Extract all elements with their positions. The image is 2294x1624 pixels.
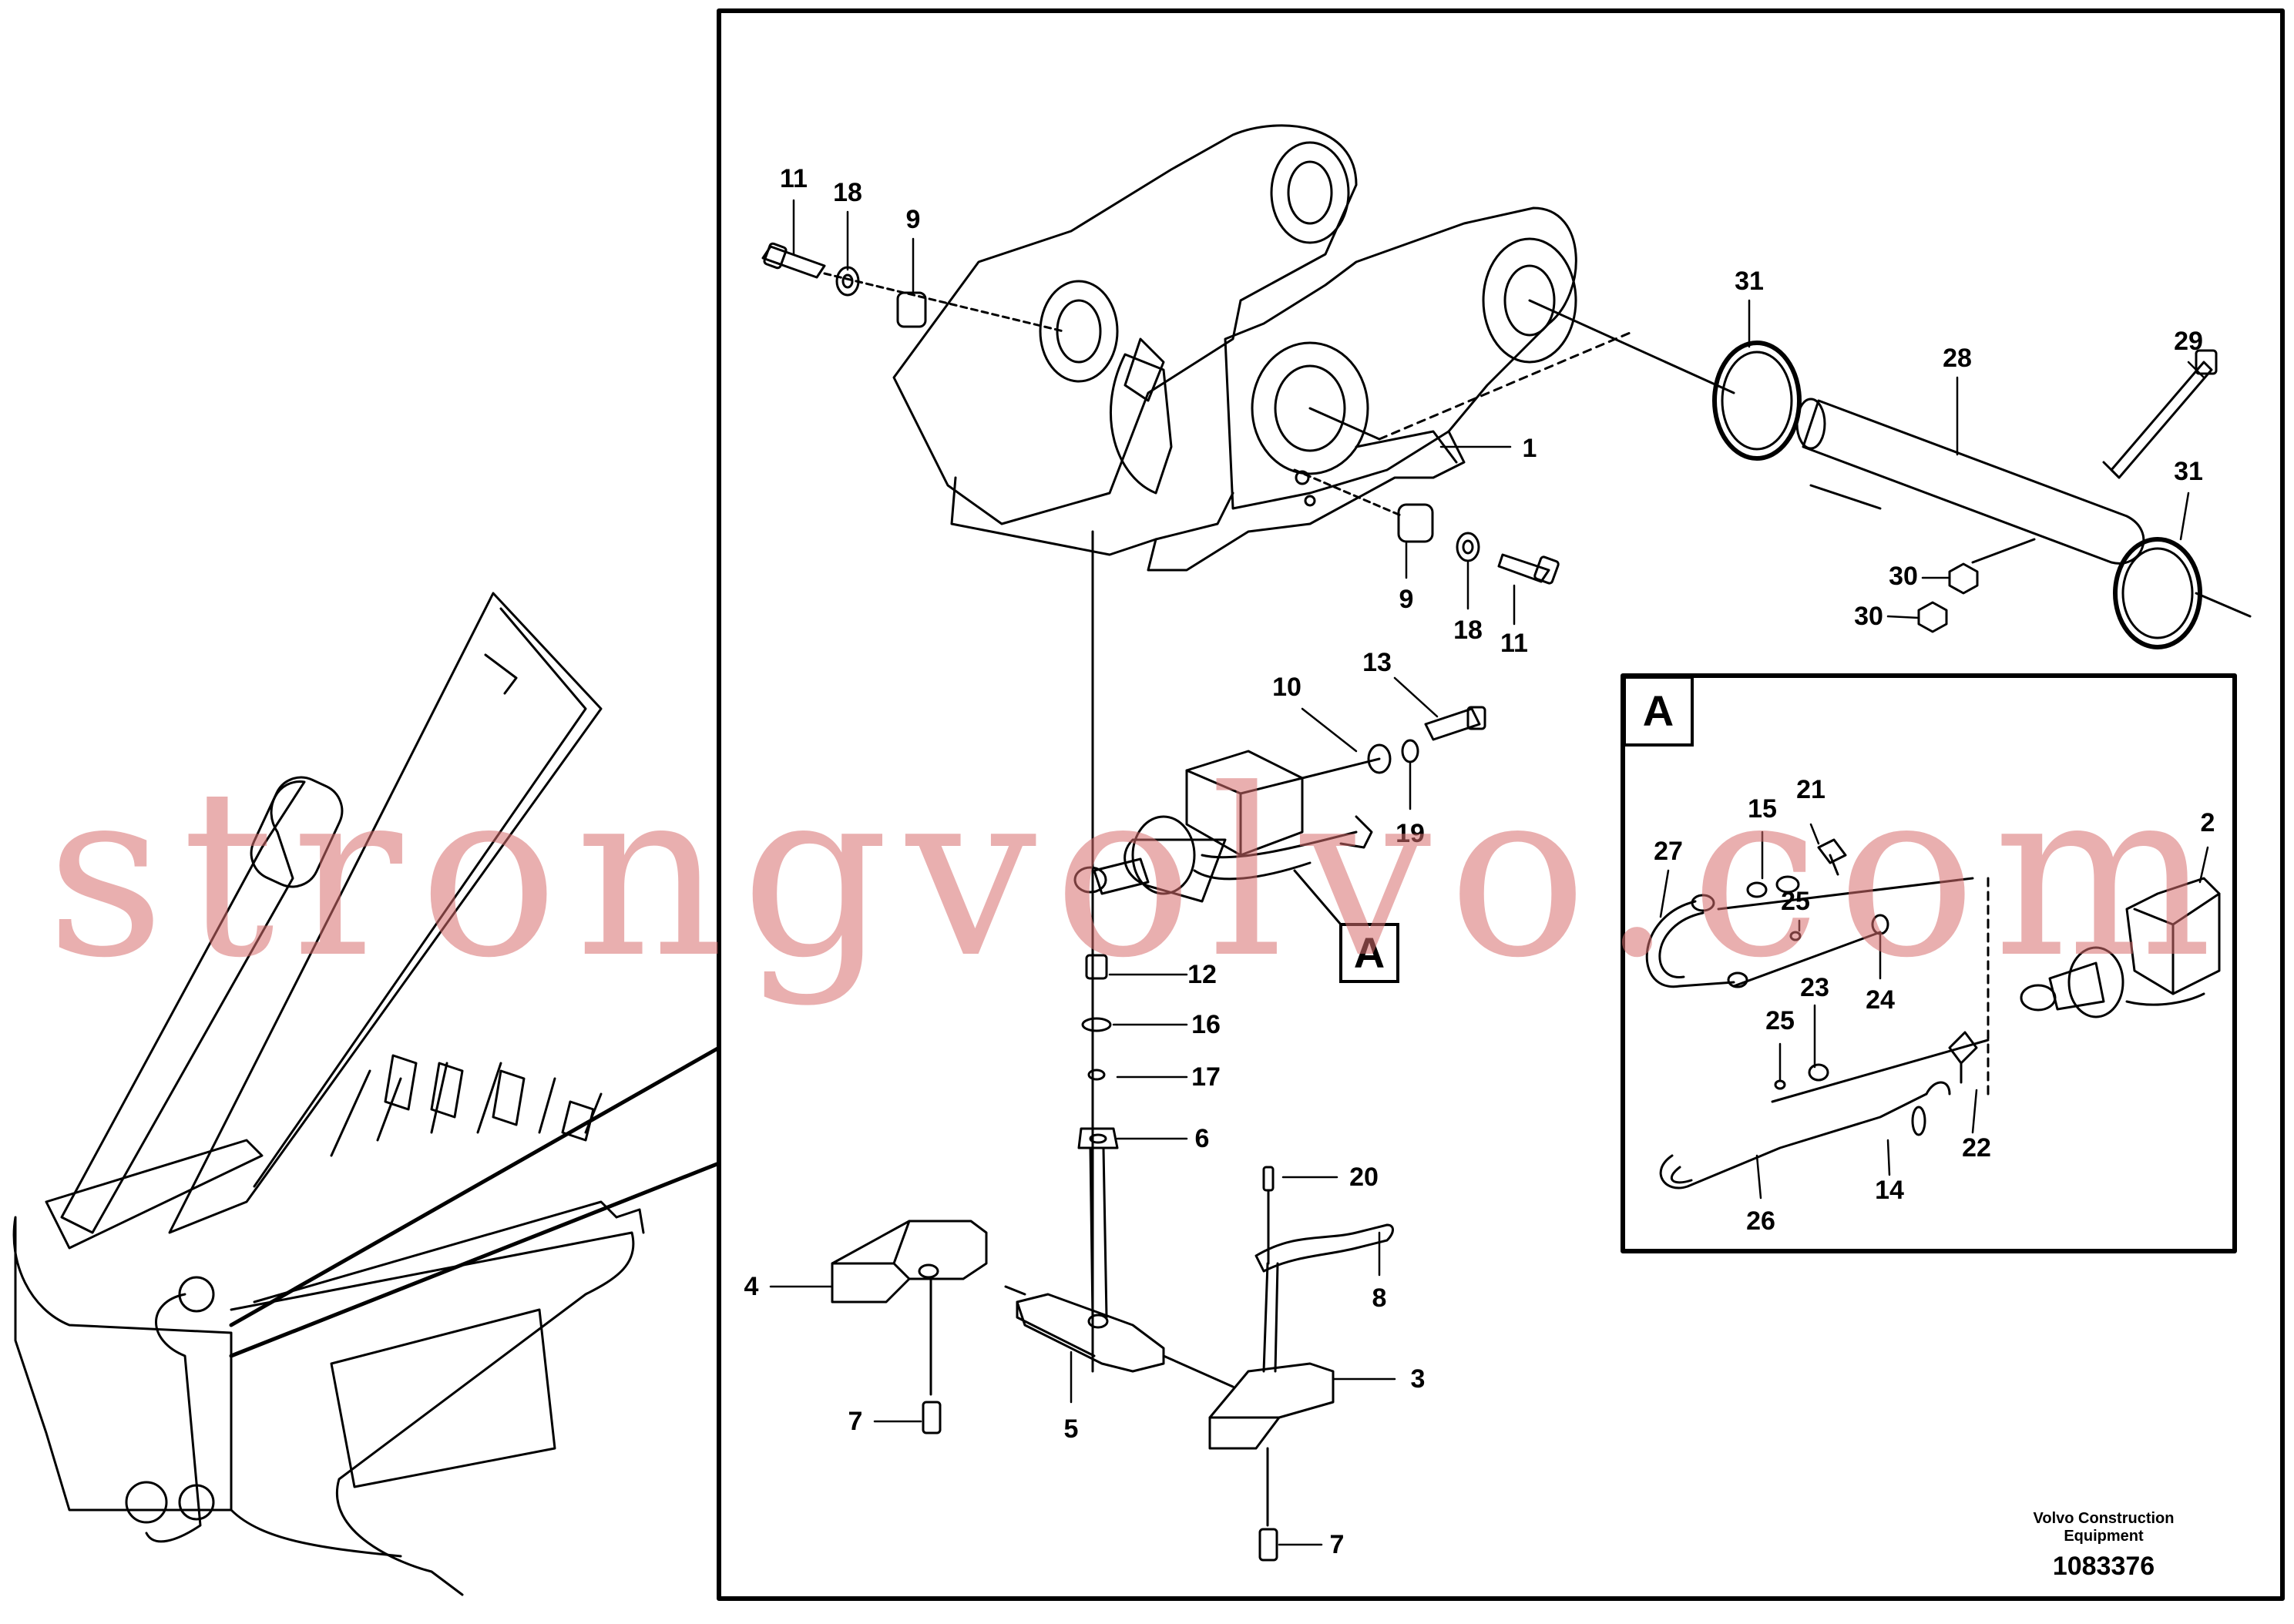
part-label-p1: 1	[1522, 434, 1537, 463]
part-label-p5: 5	[1063, 1414, 1079, 1444]
part-label-p7a: 7	[848, 1407, 863, 1436]
part-label-p6: 6	[1194, 1124, 1210, 1153]
main-frame	[717, 8, 2285, 1601]
part-label-p3: 3	[1410, 1364, 1426, 1394]
part-label-p10: 10	[1272, 673, 1302, 702]
part-label-p8: 8	[1372, 1283, 1387, 1313]
part-label-p30b: 30	[1854, 602, 1883, 631]
footer-brand-line2: Equipment	[2064, 1528, 2144, 1545]
part-label-p12: 12	[1187, 960, 1217, 989]
part-label-p7b: 7	[1329, 1530, 1345, 1559]
footer-brand: Volvo Construction Equipment	[2011, 1510, 2196, 1545]
main-pin-assembly	[1712, 341, 2218, 649]
part-label-d25a: 25	[1781, 887, 1810, 916]
part-label-p30a: 30	[1889, 562, 1918, 591]
footer-brand-line1: Volvo Construction	[2033, 1510, 2175, 1527]
detail-box-frame	[1621, 673, 2237, 1253]
quick-coupler-frame	[892, 124, 1577, 572]
part-label-p18b: 18	[1453, 616, 1483, 645]
part-label-p29: 29	[2174, 327, 2203, 356]
part-label-d23: 23	[1800, 973, 1829, 1002]
part-label-p31b: 31	[2174, 457, 2203, 486]
upper-left-bolt-stack	[761, 242, 1065, 333]
part-label-p11b: 11	[1500, 629, 1528, 658]
wedge-blocks	[831, 1166, 1394, 1562]
detail-a-callout: A	[1339, 923, 1399, 983]
part-label-p20: 20	[1349, 1163, 1379, 1192]
lower-right-bolt-stack	[1293, 468, 1560, 585]
part-label-p31a: 31	[1735, 267, 1764, 296]
part-label-d15: 15	[1748, 794, 1777, 824]
part-label-d25b: 25	[1765, 1006, 1795, 1035]
part-label-p17: 17	[1191, 1062, 1221, 1092]
lower-pin-stack	[1077, 954, 1119, 1319]
part-label-p9b: 9	[1399, 585, 1414, 614]
part-label-d24: 24	[1866, 985, 1895, 1015]
part-label-p9a: 9	[905, 205, 921, 234]
bucket-illustration	[12, 592, 645, 1596]
part-label-p19: 19	[1396, 819, 1425, 848]
part-label-d21: 21	[1796, 775, 1825, 804]
part-label-p18a: 18	[833, 178, 862, 207]
detail-a-leaders	[1659, 823, 2209, 1200]
part-label-d14: 14	[1875, 1176, 1904, 1205]
drawing-number: 1083376	[2052, 1552, 2155, 1581]
part-label-p4: 4	[744, 1272, 759, 1301]
part-label-p13: 13	[1362, 648, 1392, 677]
leader-lines	[769, 199, 2205, 1546]
hydraulic-cylinder-center	[1073, 706, 1486, 953]
detail-box-title: A	[1623, 676, 1694, 747]
detail-a-drawing	[1645, 838, 2221, 1189]
part-label-d27: 27	[1654, 837, 1683, 866]
part-label-d22: 22	[1962, 1133, 1991, 1163]
part-label-d2: 2	[2200, 808, 2215, 837]
part-label-p16: 16	[1191, 1010, 1221, 1039]
part-label-d26: 26	[1746, 1206, 1775, 1236]
part-label-p28: 28	[1943, 344, 1972, 373]
part-label-p11a: 11	[780, 164, 808, 193]
